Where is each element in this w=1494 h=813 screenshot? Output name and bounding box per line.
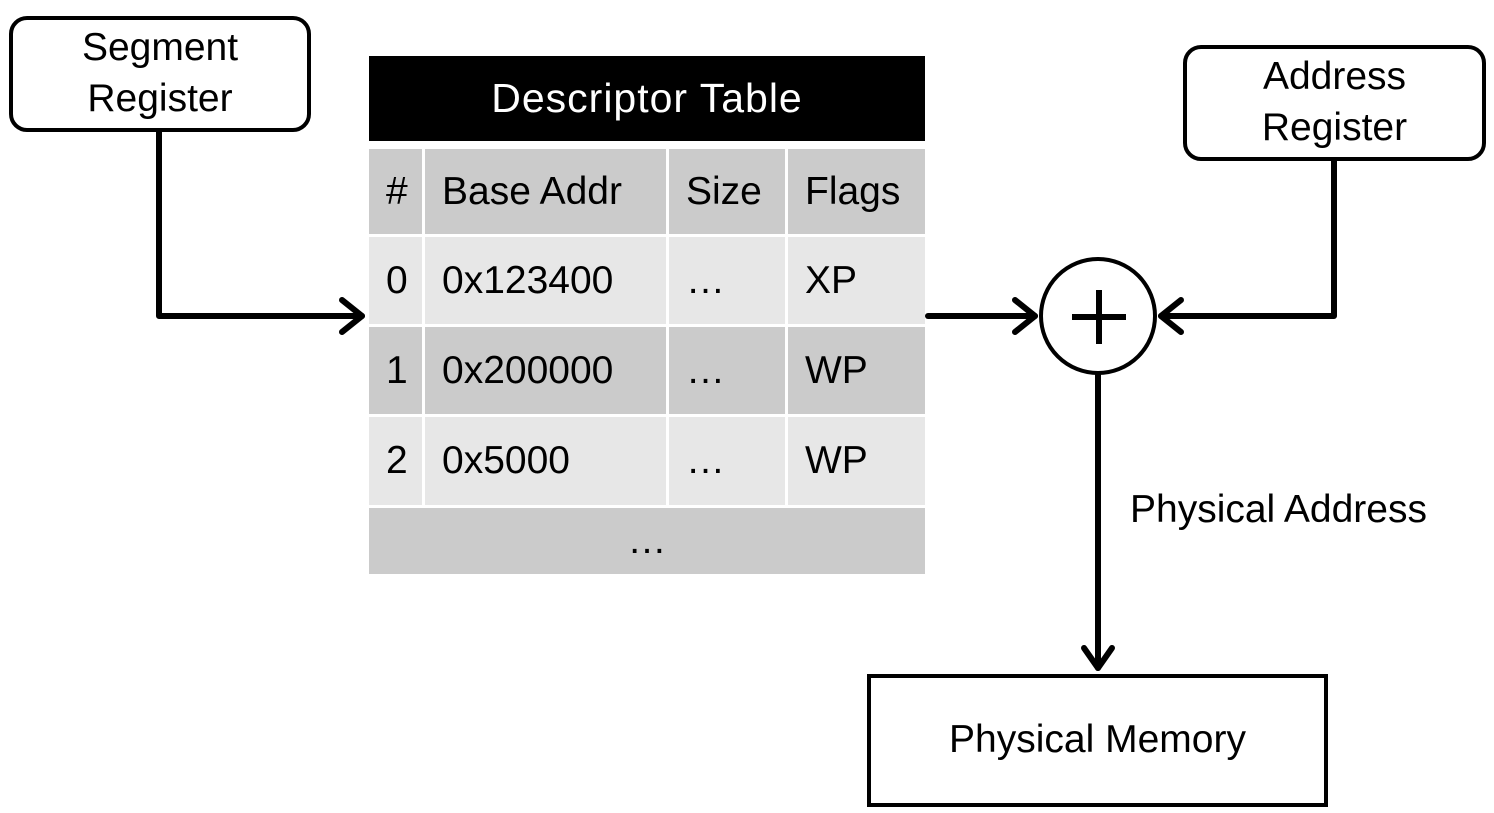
row-0-number: 0	[369, 237, 425, 324]
header-cell-flags: Flags	[788, 149, 925, 234]
row-2-size: …	[669, 417, 788, 505]
row-1-base-addr: 0x200000	[425, 327, 669, 414]
table-row: 0 0x123400 … XP	[369, 237, 925, 324]
physical-memory-label: Physical Memory	[949, 718, 1246, 762]
adder-plus-icon	[1039, 257, 1157, 375]
physical-memory-box: Physical Memory	[867, 674, 1328, 807]
header-cell-number: #	[369, 149, 425, 234]
descriptor-table-title: Descriptor Table	[369, 56, 925, 141]
table-to-adder-arrowhead	[1012, 297, 1038, 335]
descriptor-table: Descriptor Table # Base Addr Size Flags …	[369, 56, 925, 574]
row-0-flags: XP	[788, 237, 925, 324]
row-0-size: …	[669, 237, 788, 324]
physical-address-label: Physical Address	[1130, 488, 1427, 531]
address-to-adder-line	[1158, 158, 1337, 319]
address-register-label-line2: Register	[1261, 106, 1408, 149]
address-register-box: Address Register	[1183, 45, 1486, 161]
segment-register-label-line1: Segment	[81, 26, 239, 70]
adder-to-memory-arrowhead	[1081, 645, 1115, 671]
segment-register-label-line2: Register	[87, 77, 233, 120]
segment-to-table-line	[156, 129, 365, 319]
row-2-base-addr: 0x5000	[425, 417, 669, 505]
row-0-base-addr: 0x123400	[425, 237, 669, 324]
row-1-flags: WP	[788, 327, 925, 414]
header-cell-base-addr: Base Addr	[425, 149, 669, 234]
descriptor-table-header-row: # Base Addr Size Flags	[369, 149, 925, 234]
segment-to-table-arrowhead	[339, 297, 365, 335]
address-register-label-line1: Address	[1262, 55, 1407, 99]
descriptor-table-ellipsis-row: …	[369, 508, 925, 574]
plus-vertical-bar	[1096, 290, 1102, 344]
row-2-flags: WP	[788, 417, 925, 505]
segment-register-box: Segment Register	[9, 16, 311, 132]
address-to-adder-arrowhead	[1158, 297, 1184, 335]
table-row: 2 0x5000 … WP	[369, 417, 925, 505]
row-1-size: …	[669, 327, 788, 414]
row-1-number: 1	[369, 327, 425, 414]
header-cell-size: Size	[669, 149, 788, 234]
row-2-number: 2	[369, 417, 425, 505]
table-row: 1 0x200000 … WP	[369, 327, 925, 414]
